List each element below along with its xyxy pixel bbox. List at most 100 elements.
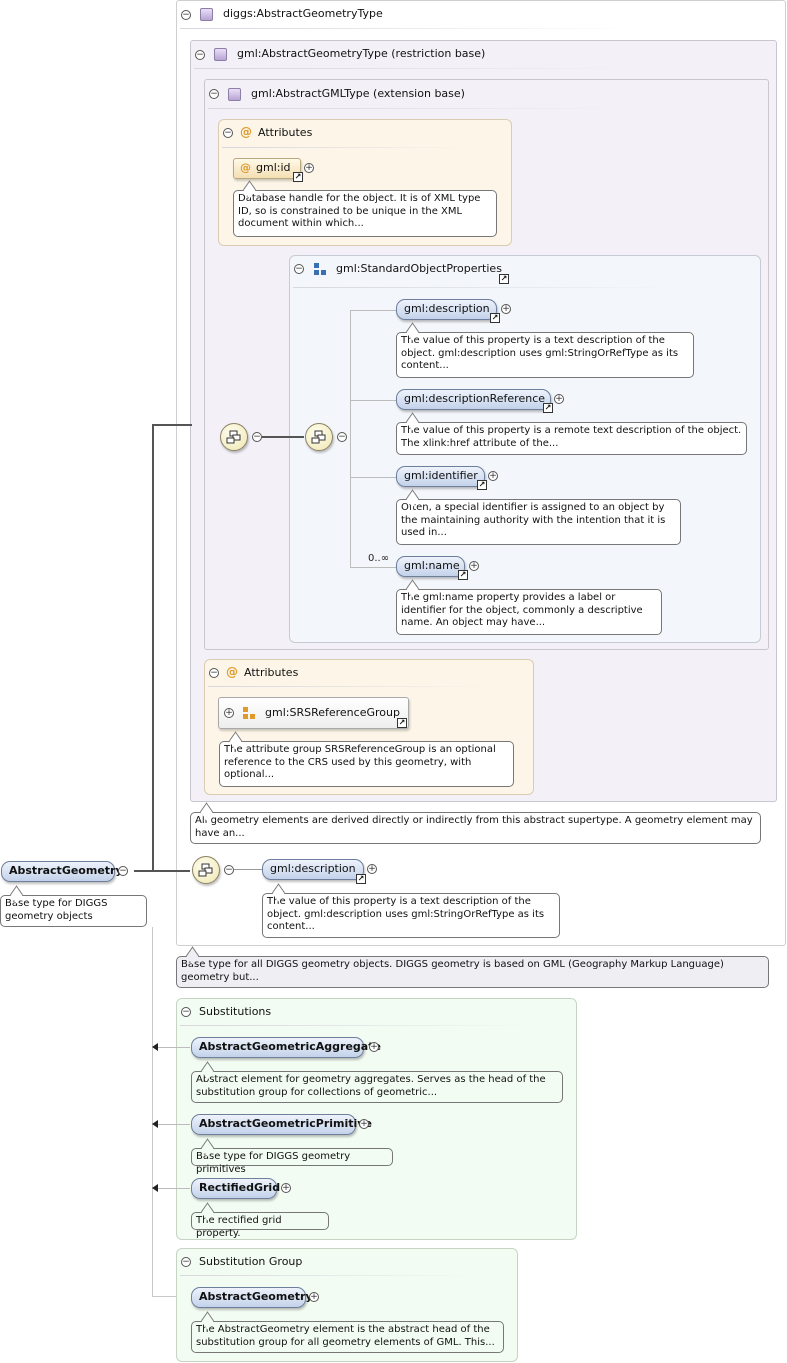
element-doc: The value of this property is a text des… — [396, 332, 694, 378]
connector-line — [234, 869, 262, 870]
arrow-left-icon — [152, 1184, 158, 1192]
attribute-icon: @ — [240, 161, 251, 174]
connector-line — [262, 436, 304, 438]
expand-toggle[interactable] — [359, 1119, 369, 1129]
element-gml-name[interactable]: gml:name — [396, 556, 465, 577]
attribute-group-name: gml:SRSReferenceGroup — [265, 706, 400, 719]
type-doc: Base type for all DIGGS geometry objects… — [176, 956, 769, 988]
attribute-name: gml:id — [256, 161, 291, 174]
arrow-left-icon — [152, 1120, 158, 1128]
substitution-group-collapse-toggle[interactable] — [181, 1257, 191, 1267]
element-doc: The gml:name property provides a label o… — [396, 589, 662, 635]
complex-type-icon — [200, 8, 213, 21]
element-doc: Often, a special identifier is assigned … — [396, 499, 681, 545]
link-icon[interactable]: ↗ — [458, 570, 468, 580]
element-gml-description[interactable]: gml:description — [262, 859, 364, 880]
element-gml-description-reference[interactable]: gml:descriptionReference — [396, 389, 551, 410]
root-element-abstract-geometry[interactable]: AbstractGeometry — [1, 861, 123, 882]
element-doc: The value of this property is a remote t… — [396, 422, 747, 455]
sequence-collapse-toggle[interactable] — [337, 432, 347, 442]
expand-toggle[interactable] — [309, 1292, 319, 1302]
attributes-title: Attributes — [244, 666, 299, 679]
root-doc: Base type for DIGGS geometry objects — [0, 895, 147, 927]
connector-line — [152, 424, 192, 426]
connector-line — [152, 424, 154, 871]
type-panel-divider — [180, 28, 640, 29]
substitution-connector — [158, 1124, 190, 1125]
substitution-group-doc: The AbstractGeometry element is the abst… — [191, 1321, 504, 1353]
link-icon[interactable]: ↗ — [543, 403, 553, 413]
substitution-doc: Base type for DIGGS geometry primitives — [191, 1148, 393, 1175]
complex-type-icon — [228, 88, 241, 101]
attribute-group-doc: The attribute group SRSReferenceGroup is… — [219, 741, 514, 787]
restriction-panel-collapse-toggle[interactable] — [195, 50, 205, 60]
connector-line — [134, 870, 190, 872]
type-panel-title: diggs:AbstractGeometryType — [223, 7, 383, 20]
attribute-group-icon — [243, 707, 257, 721]
tree-connector — [350, 310, 396, 311]
type-panel-collapse-toggle[interactable] — [181, 10, 191, 20]
link-icon[interactable]: ↗ — [356, 874, 366, 884]
attributes-collapse-toggle[interactable] — [209, 668, 219, 678]
expand-toggle[interactable] — [281, 1183, 291, 1193]
attributes-divider — [222, 147, 472, 148]
attribute-gml-id[interactable]: @ gml:id — [233, 158, 301, 179]
tree-connector — [350, 567, 396, 568]
attribute-icon: @ — [226, 665, 238, 679]
expand-toggle[interactable] — [488, 471, 498, 481]
extension-panel-collapse-toggle[interactable] — [209, 89, 219, 99]
substitutions-collapse-toggle[interactable] — [181, 1007, 191, 1017]
element-doc: The value of this property is a text des… — [262, 893, 560, 938]
sequence-collapse-toggle[interactable] — [224, 865, 234, 875]
element-gml-identifier[interactable]: gml:identifier — [396, 466, 485, 487]
expand-toggle[interactable] — [501, 304, 511, 314]
link-icon[interactable]: ↗ — [499, 274, 509, 284]
tree-connector — [350, 310, 351, 567]
tree-connector — [350, 400, 396, 401]
extension-panel-title: gml:AbstractGMLType (extension base) — [251, 87, 465, 100]
root-collapse-toggle[interactable] — [118, 866, 128, 876]
sequence-compositor[interactable] — [192, 856, 220, 884]
occurrence-label: 0..∞ — [368, 553, 390, 564]
expand-toggle[interactable] — [224, 708, 234, 718]
substitution-doc: Abstract element for geometry aggregates… — [191, 1071, 563, 1103]
attributes-collapse-toggle[interactable] — [223, 128, 233, 138]
group-divider — [293, 287, 673, 288]
substitution-abstract-geometric-aggregate[interactable]: AbstractGeometricAggregate — [191, 1037, 381, 1058]
substitutions-title: Substitutions — [199, 1005, 272, 1018]
substitution-abstract-geometric-primitive[interactable]: AbstractGeometricPrimitive — [191, 1114, 372, 1135]
substitution-rectified-grid[interactable]: RectifiedGrid — [191, 1178, 280, 1199]
tree-connector — [350, 477, 396, 478]
substitutions-divider — [180, 1025, 540, 1026]
substitution-connector — [152, 927, 153, 1297]
substitution-connector — [152, 1296, 190, 1297]
attribute-doc: Database handle for the object. It is of… — [233, 190, 497, 237]
link-icon[interactable]: ↗ — [477, 480, 487, 490]
arrow-left-icon — [152, 1043, 158, 1051]
element-gml-description[interactable]: gml:description — [396, 299, 497, 320]
substitution-group-title: Substitution Group — [199, 1255, 303, 1268]
sequence-collapse-toggle[interactable] — [252, 432, 262, 442]
complex-type-icon — [214, 48, 227, 61]
expand-toggle[interactable] — [304, 163, 314, 173]
restriction-panel-divider — [194, 68, 634, 69]
link-icon[interactable]: ↗ — [397, 718, 407, 728]
attribute-icon: @ — [240, 125, 252, 139]
substitution-group-divider — [180, 1275, 480, 1276]
link-icon[interactable]: ↗ — [293, 172, 303, 182]
attribute-group-srs-reference-group[interactable]: gml:SRSReferenceGroup — [218, 697, 409, 729]
expand-toggle[interactable] — [554, 394, 564, 404]
expand-toggle[interactable] — [469, 561, 479, 571]
expand-toggle[interactable] — [367, 864, 377, 874]
restriction-doc: All geometry elements are derived direct… — [190, 812, 761, 844]
attributes-divider — [208, 686, 498, 687]
attributes-title: Attributes — [258, 126, 313, 139]
substitution-doc: The rectified grid property. — [191, 1212, 329, 1239]
sequence-compositor[interactable] — [220, 423, 248, 451]
link-icon[interactable]: ↗ — [490, 313, 500, 323]
substitution-group-head-abstract-geometry[interactable]: AbstractGeometry — [191, 1287, 313, 1308]
group-collapse-toggle[interactable] — [294, 264, 304, 274]
extension-panel-divider — [208, 108, 628, 109]
expand-toggle[interactable] — [369, 1042, 379, 1052]
sequence-compositor[interactable] — [305, 423, 333, 451]
